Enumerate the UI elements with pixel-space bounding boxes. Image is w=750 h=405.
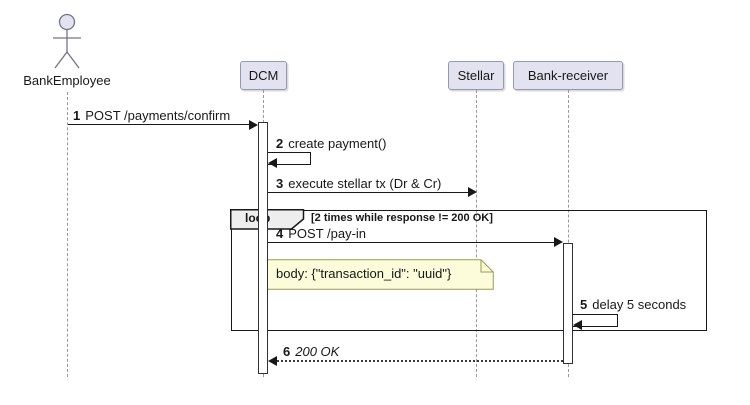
message-1-number: 1 (73, 108, 81, 123)
participant-bank-receiver-label: Bank-receiver (527, 68, 609, 83)
participant-stellar: Stellar (448, 61, 504, 90)
loop-frame (231, 210, 707, 331)
message-1-text: POST /payments/confirm (85, 108, 231, 123)
message-6-arrowhead-icon (268, 356, 277, 366)
actor-stick-figure-icon (53, 13, 81, 69)
message-2-label: 2 create payment() (276, 136, 387, 151)
message-5-number: 5 (580, 297, 588, 312)
message-3-number: 3 (276, 176, 284, 191)
message-5-label: 5 delay 5 seconds (580, 297, 686, 312)
message-3-label: 3 execute stellar tx (Dr & Cr) (276, 176, 441, 191)
message-6-arrow-line (270, 360, 563, 362)
lifeline-bank-receiver (568, 90, 569, 377)
message-4-text: POST /pay-in (288, 226, 367, 241)
participant-dcm-label: DCM (248, 68, 279, 83)
message-6-label: 6 200 OK (283, 344, 339, 359)
message-4-arrowhead-icon (554, 237, 563, 247)
note-body-text: body: {"transaction_id": "uuid"} (276, 266, 452, 281)
lifeline-bankemployee (67, 92, 68, 377)
actor-label: BankEmployee (23, 73, 111, 88)
lifeline-stellar (476, 90, 477, 377)
message-5-self-arrow (573, 314, 618, 327)
participant-stellar-label: Stellar (457, 68, 495, 83)
loop-guard-condition: [2 times while response != 200 OK] (311, 212, 493, 224)
message-6-text: 200 OK (295, 344, 340, 359)
message-4-number: 4 (276, 226, 284, 241)
message-1-label: 1 POST /payments/confirm (73, 108, 230, 123)
message-2-number: 2 (276, 136, 284, 151)
message-6-number: 6 (283, 344, 291, 359)
message-2-text: create payment() (288, 136, 387, 151)
activation-bar-dcm (258, 122, 268, 374)
message-1-arrow-line (68, 124, 249, 125)
message-3-text: execute stellar tx (Dr & Cr) (288, 176, 442, 191)
message-2-arrowhead-icon (268, 158, 277, 168)
message-4-arrow-line (268, 242, 554, 243)
message-2-self-arrow (268, 152, 311, 165)
participant-bank-receiver: Bank-receiver (513, 61, 623, 90)
message-5-text: delay 5 seconds (592, 297, 687, 312)
message-1-arrowhead-icon (249, 120, 258, 130)
activation-bar-bank-receiver (563, 243, 573, 364)
message-3-arrow-line (268, 192, 468, 193)
message-3-arrowhead-icon (468, 187, 477, 197)
participant-dcm: DCM (240, 61, 287, 90)
message-5-arrowhead-icon (573, 320, 582, 330)
message-4-label: 4 POST /pay-in (276, 226, 366, 241)
